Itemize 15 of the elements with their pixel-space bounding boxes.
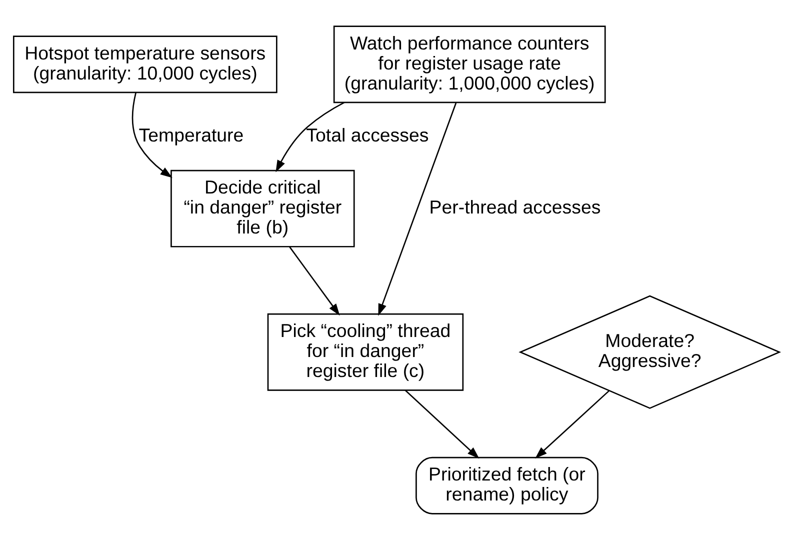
arrow [132, 92, 172, 178]
edge-label: Temperature [138, 124, 244, 145]
node-box: Hotspot temperature sensors (granularity: 10,000 cycles) [12, 35, 278, 93]
node-box: Pick “cooling” thread for “in danger” register file (c) [267, 312, 464, 390]
arrow [276, 101, 344, 172]
arrow [404, 389, 480, 458]
edge-label: Total accesses [306, 124, 429, 145]
edge-label: Per-thread accesses [429, 196, 601, 218]
node-box: Prioritized fetch (or rename) policy [416, 456, 598, 514]
node-box: Decide critical “in danger” register file (b) [170, 169, 355, 247]
node-box: Watch performance counters for register usage rate (granularity: 1,000,000 cycles) [333, 25, 606, 103]
arrow [535, 390, 610, 458]
arrow [378, 102, 457, 316]
arrow [289, 246, 340, 316]
node-diamond: Moderate? Aggressive? [518, 294, 782, 408]
